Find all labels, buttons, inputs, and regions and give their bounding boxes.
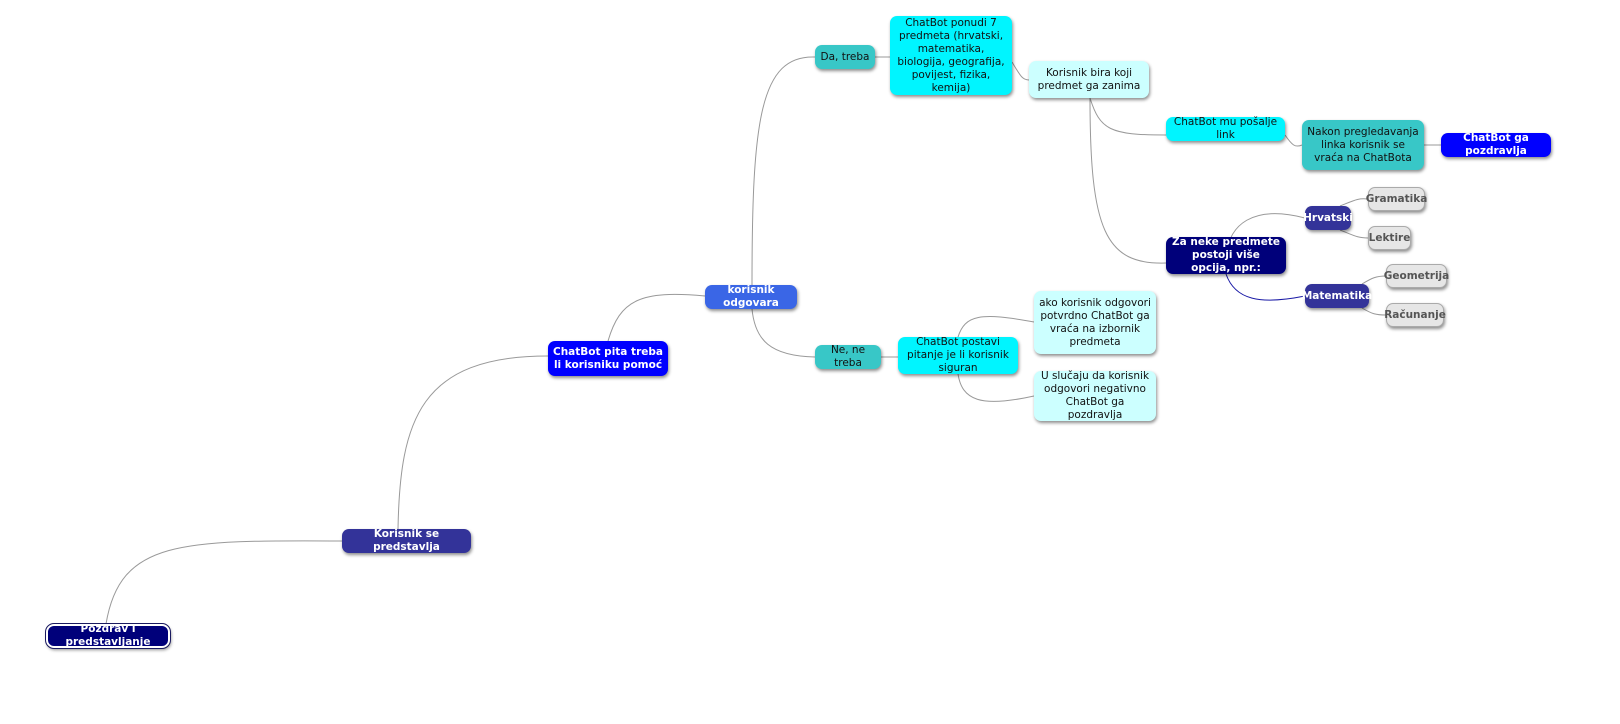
link-chatbot-pita-odgovara <box>607 293 706 342</box>
link-posalje-nakon <box>1284 134 1303 147</box>
node-chatbot-ponudi[interactable]: ChatBot ponudi 7 predmeta (hrvatski, mat… <box>890 16 1012 95</box>
link-postavi-potvrdno <box>957 316 1035 338</box>
node-gramatika[interactable]: Gramatika <box>1366 187 1427 211</box>
link-za-neke-matematika <box>1225 273 1306 301</box>
node-potvrdno[interactable]: ako korisnik odgovori potvrdno ChatBot g… <box>1034 291 1156 354</box>
node-korisnik-se-predstavlja[interactable]: Korisnik se predstavlja <box>342 528 471 553</box>
node-chatbot-ga-pozdravlja[interactable]: ChatBot ga pozdravlja <box>1441 132 1551 157</box>
node-lektire[interactable]: Lektire <box>1368 226 1411 250</box>
node-ne-ne-treba[interactable]: Ne, ne treba <box>815 344 881 369</box>
node-pozdrav-i-predstavljanje[interactable]: Pozdrav i predstavljanje <box>45 623 171 649</box>
link-korisnik-chatbot-pita <box>397 355 549 530</box>
node-korisnik-bira[interactable]: Korisnik bira koji predmet ga zanima <box>1029 61 1149 98</box>
node-hrvatski[interactable]: Hrvatski <box>1303 206 1353 230</box>
link-postavi-negativno <box>957 373 1035 402</box>
link-odgovara-ne-treba <box>751 308 816 358</box>
link-odgovara-da-treba <box>751 56 816 286</box>
link-matematika-geometrija <box>1361 275 1387 285</box>
node-nakon-pregledavanja[interactable]: Nakon pregledavanja linka korisnik se vr… <box>1302 120 1424 170</box>
node-korisnik-odgovara[interactable]: korisnik odgovara <box>705 284 797 309</box>
node-matematika[interactable]: Matematika <box>1302 284 1372 308</box>
node-za-neke-predmete[interactable]: Za neke predmete postoji više opcija, np… <box>1166 236 1286 274</box>
node-chatbot-pita[interactable]: ChatBot pita treba li korisniku pomoć <box>548 341 668 376</box>
link-bira-za-neke <box>1089 97 1167 264</box>
link-pozdrav-korisnik <box>105 540 343 625</box>
node-chatbot-posalje-link[interactable]: ChatBot mu pošalje link <box>1166 116 1285 141</box>
node-racunanje[interactable]: Računanje <box>1384 303 1446 327</box>
link-ponudi-bira <box>1011 61 1030 81</box>
link-matematika-racunanje <box>1361 307 1387 316</box>
node-chatbot-postavi[interactable]: ChatBot postavi pitanje je li korisnik s… <box>898 336 1018 374</box>
link-hrvatski-gramatika <box>1339 198 1369 207</box>
node-geometrija[interactable]: Geometrija <box>1384 264 1449 288</box>
link-hrvatski-lektire <box>1339 229 1369 239</box>
link-bira-posalje-link <box>1089 97 1167 136</box>
node-da-treba[interactable]: Da, treba <box>815 45 875 69</box>
node-negativno[interactable]: U slučaju da korisnik odgovori negativno… <box>1034 370 1156 421</box>
